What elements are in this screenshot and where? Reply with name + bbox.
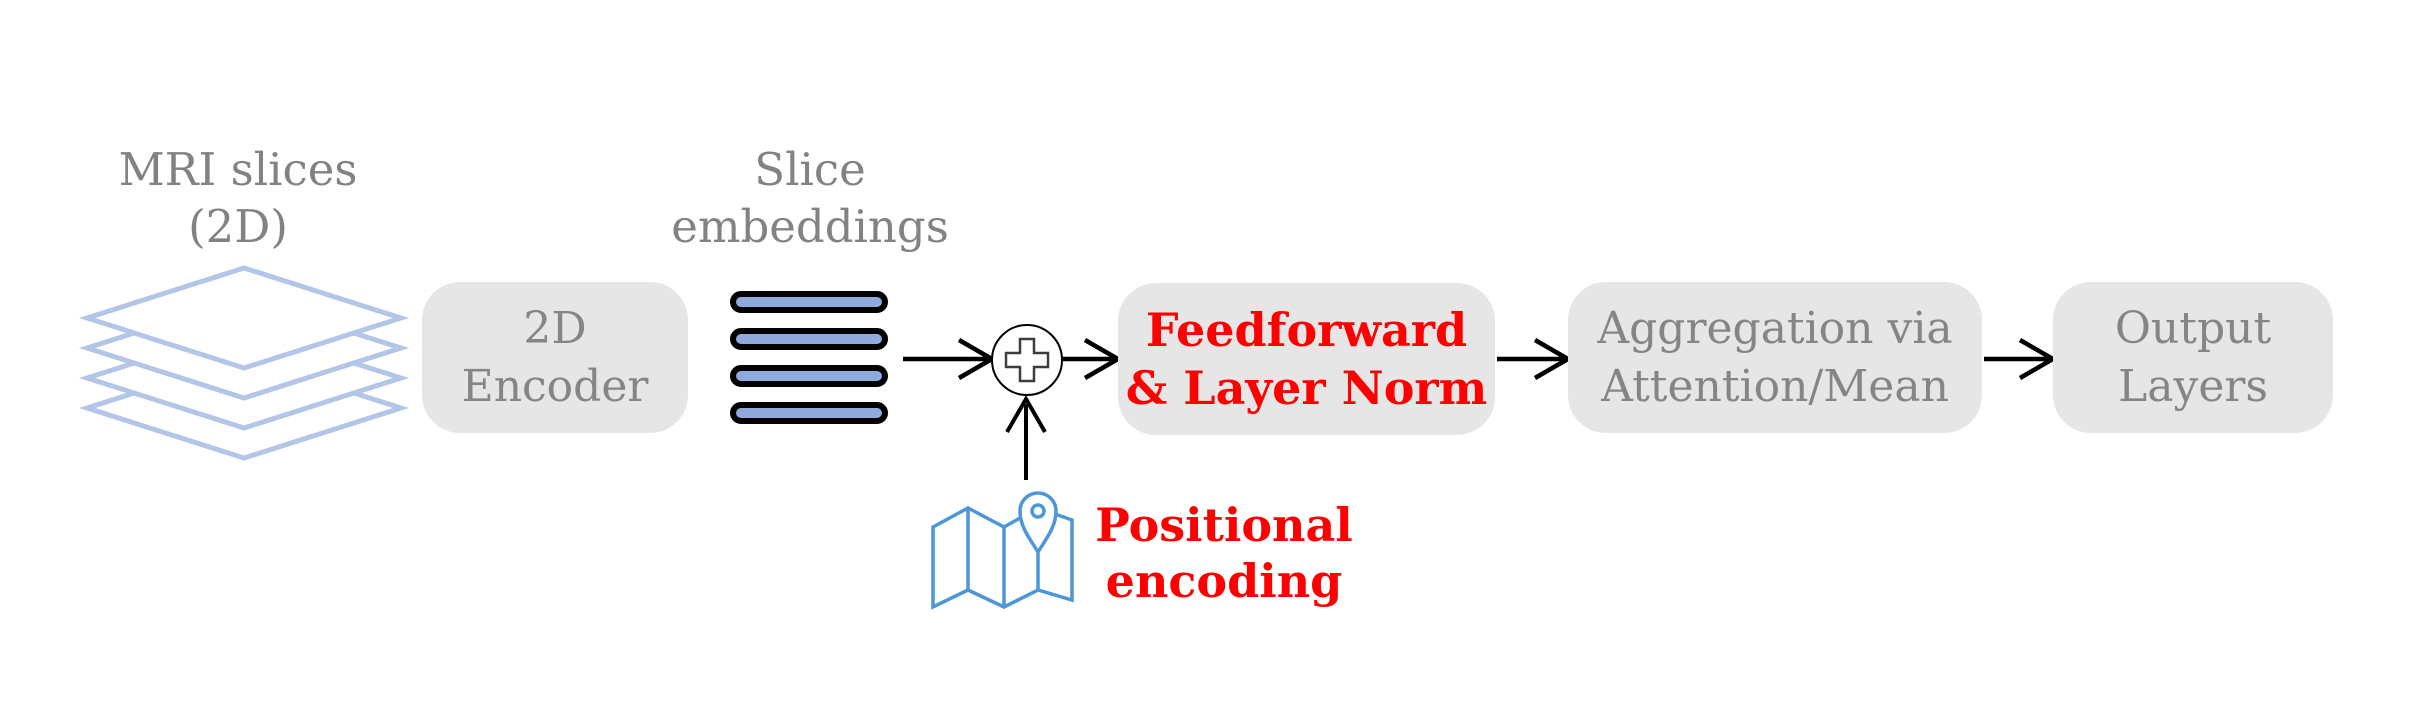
mri-slices-label: MRI slices (2D): [63, 141, 413, 255]
embedding-bar-1: [730, 291, 888, 313]
node-2d-encoder-line2: Encoder: [461, 360, 649, 412]
node-aggregation-line1: Aggregation via: [1597, 302, 1953, 354]
slice-embedding-bars-icon: [730, 291, 888, 424]
pin-body: [1018, 491, 1058, 556]
arrow-plus-to-feedforward: [1063, 338, 1123, 380]
node-2d-encoder-line1: 2D: [523, 302, 587, 354]
node-feedforward-layernorm: Feedforward & Layer Norm: [1118, 283, 1495, 435]
embedding-bar-4: [730, 402, 888, 424]
positional-encoding-label-line1: Positional: [1095, 498, 1353, 552]
node-feedforward-line1: Feedforward: [1145, 303, 1468, 357]
embedding-bar-3: [730, 365, 888, 387]
map-pin-icon: [931, 491, 1074, 610]
slice-embeddings-label: Slice embeddings: [635, 141, 985, 255]
node-output-line2: Layers: [2118, 360, 2268, 412]
arrow-bars-to-plus: [903, 338, 997, 380]
mri-slices-label-line1: MRI slices: [118, 143, 358, 196]
node-aggregation: Aggregation via Attention/Mean: [1568, 282, 1982, 433]
embedding-bar-2: [730, 328, 888, 350]
mri-slices-label-line2: (2D): [188, 200, 288, 253]
node-output-line1: Output: [2114, 302, 2272, 354]
arrow-positional-to-plus: [1005, 394, 1047, 480]
plus-operator-icon: [991, 324, 1063, 396]
node-output-layers: Output Layers: [2053, 282, 2333, 433]
node-aggregation-line2: Attention/Mean: [1601, 360, 1949, 412]
mri-slices-stack-icon: [78, 265, 410, 461]
slice-embeddings-label-line1: Slice: [754, 143, 866, 196]
pin-hole: [1030, 503, 1046, 519]
arrow-feedforward-to-aggregation: [1497, 338, 1573, 380]
node-feedforward-line2: & Layer Norm: [1125, 361, 1488, 415]
node-2d-encoder: 2D Encoder: [422, 282, 688, 433]
slice-embeddings-label-line2: embeddings: [671, 200, 949, 253]
mri-slice-1: [78, 265, 410, 371]
arrow-aggregation-to-output: [1984, 338, 2058, 380]
positional-encoding-label-line2: encoding: [1105, 554, 1343, 608]
positional-encoding-label: Positional encoding: [1049, 497, 1399, 609]
